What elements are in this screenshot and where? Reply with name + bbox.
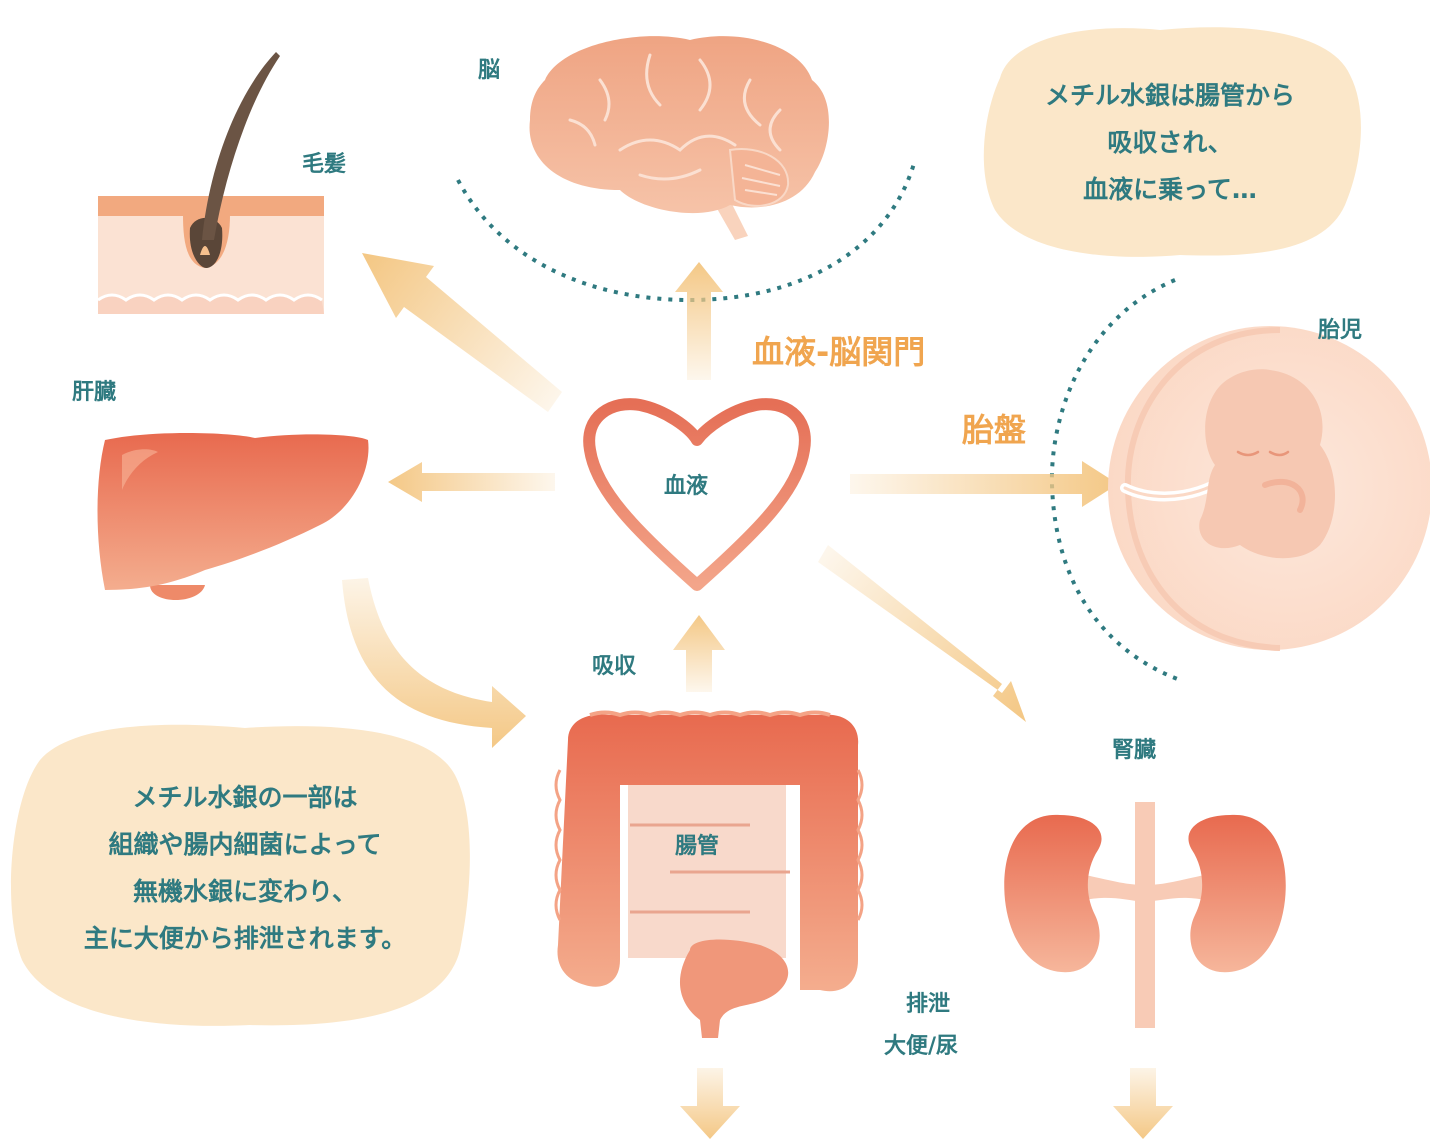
label-excretion-detail: 大便/尿 (884, 1036, 958, 1058)
label-placenta: 胎盤 (962, 414, 1026, 446)
label-blood-brain-barrier: 血液-脳関門 (752, 336, 925, 368)
bubble-line: 無機水銀に変わり、 (40, 868, 450, 915)
bubble-top-right-text: メチル水銀は腸管から 吸収され、 血液に乗って… (1000, 72, 1340, 213)
label-intestine: 腸管 (675, 836, 719, 858)
arrow-liver-to-intestine (342, 578, 526, 748)
arrow-to-hair (362, 253, 562, 412)
arrow-absorption (673, 615, 725, 692)
arrow-excretion-kidney (1113, 1068, 1173, 1139)
arrow-to-liver (388, 462, 555, 502)
bubble-bottom-left-text: メチル水銀の一部は 組織や腸内細菌によって 無機水銀に変わり、 主に大便から排泄… (40, 774, 450, 962)
label-excretion: 排泄 (906, 994, 950, 1016)
bubble-line: 主に大便から排泄されます。 (40, 915, 450, 962)
arrow-to-fetus (850, 461, 1118, 507)
label-blood: 血液 (664, 476, 708, 498)
hair-icon (98, 52, 324, 314)
kidney-icon (1004, 802, 1286, 1028)
liver-icon (98, 433, 369, 600)
arrow-excretion-intestine (680, 1068, 740, 1139)
bubble-line: メチル水銀の一部は (40, 774, 450, 821)
bubble-line: メチル水銀は腸管から (1000, 72, 1340, 119)
label-kidney: 腎臓 (1112, 740, 1156, 762)
label-fetus: 胎児 (1318, 320, 1362, 342)
bubble-line: 組織や腸内細菌によって (40, 821, 450, 868)
brain-icon (530, 36, 829, 240)
intestine-icon (556, 713, 862, 1039)
fetus-icon (1108, 326, 1430, 650)
label-hair: 毛髪 (302, 154, 346, 176)
arrow-to-brain (675, 262, 723, 380)
label-absorption: 吸収 (592, 656, 636, 678)
bubble-line: 血液に乗って… (1000, 166, 1340, 213)
bubble-line: 吸収され、 (1000, 119, 1340, 166)
label-brain: 脳 (478, 60, 500, 82)
label-liver: 肝臓 (72, 382, 116, 404)
arrow-to-kidney (818, 545, 1026, 722)
